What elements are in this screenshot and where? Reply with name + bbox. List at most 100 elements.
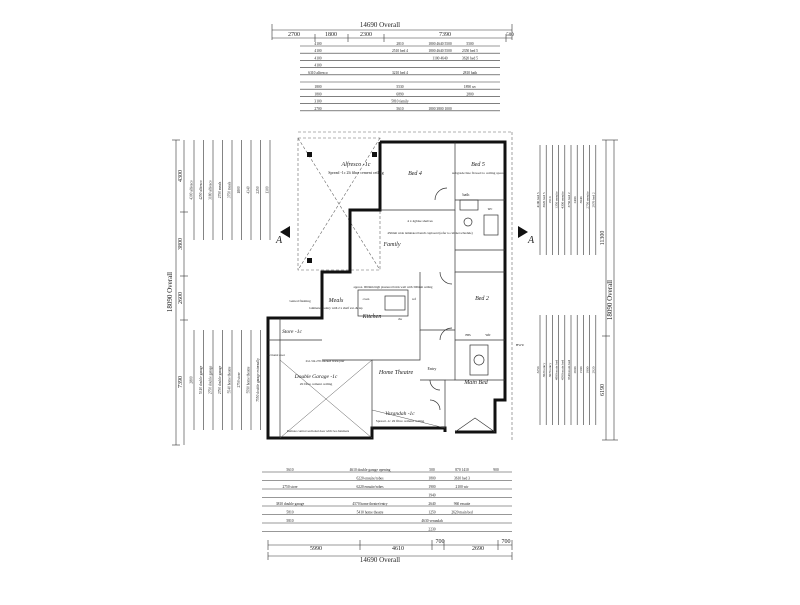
- bottom-row-label: 6220 ensuite/robes: [356, 485, 384, 489]
- verandah-note: Spread -1c 2lt fibre cement ceiling: [376, 419, 425, 423]
- bottom-row-label: 4610 double garage opening: [350, 468, 391, 472]
- bottom-overall-label: 14690 Overall: [360, 556, 400, 564]
- right-col-label: 1910: [548, 196, 552, 203]
- bottom-segment-4: 2690: [472, 546, 484, 552]
- family-note: 4 x 4gbise shelves: [407, 219, 433, 223]
- left-segment-1: 4300: [178, 170, 184, 182]
- bed5-note: subgrade line flowed to ceiling space: [452, 171, 504, 175]
- garage-door-note: Remote control sectional door with two h…: [287, 429, 350, 433]
- left-segment-4: 7390: [178, 376, 184, 388]
- right-col-label: 2400: [573, 196, 577, 203]
- right-col-label: 3750 bed 2: [567, 192, 571, 207]
- hwu-label: HWU: [516, 343, 525, 347]
- room-entry: Entry: [428, 366, 437, 371]
- bottom-segment-5: 700: [502, 539, 511, 545]
- bottom-row-label: 3610 bed 3: [454, 477, 470, 481]
- bottom-row-label: 4630 verandah: [421, 519, 442, 523]
- right-col-label: 4100 bed 5: [536, 192, 540, 207]
- left-col-label: 1300: [266, 186, 270, 193]
- vented-flashing-note: vented flashing: [289, 299, 311, 303]
- left-col-label: 2800: [190, 376, 194, 383]
- section-marker-left: A: [275, 235, 283, 246]
- alfresco-note: Spread -1c 2lt fibre cement ceiling: [328, 170, 383, 175]
- section-marker-right: A: [527, 235, 535, 246]
- garage-pier-note: 2x1.5m 270 stacked brick pier: [306, 359, 346, 363]
- bottom-segment-3: 700: [436, 539, 445, 545]
- right-overall-label: 18090 Overall: [606, 280, 614, 320]
- top-dimensions: 14690 Overall 2700 1800 2300 7390 500 41…: [271, 21, 514, 112]
- bottom-row-label: 4570 home theatre/entry: [352, 502, 387, 506]
- room-main-bed: Main Bed: [463, 380, 488, 386]
- top-segment-5: 500: [506, 33, 514, 38]
- left-col-label: 7550 double garage externally: [256, 358, 260, 402]
- bottom-row-label: 1940: [428, 494, 435, 498]
- left-col-label: 2750 double garage: [218, 365, 222, 394]
- left-segment-3: 2600: [178, 292, 184, 304]
- bottom-segment-2: 4610: [392, 546, 404, 552]
- left-col-label: 4340: [247, 186, 251, 193]
- left-col-label: 4300 alfresco: [190, 180, 194, 200]
- left-dimensions: 18090 Overall 4300 3800 2600 7390 4300 a…: [166, 139, 271, 446]
- top-row-label: 1800 4640 5500: [428, 42, 452, 46]
- left-col-label: 3750 meals: [228, 181, 232, 198]
- bottom-row-label: 2750 store: [282, 485, 297, 489]
- family-note-2: 450mm wide laminated bench cupboard (ref…: [387, 231, 472, 235]
- top-overall-label: 14690 Overall: [360, 21, 400, 29]
- room-verandah: Verandah -1c: [385, 411, 415, 417]
- bottom-row-label: 870 1410: [455, 468, 469, 472]
- top-row-label: 3100: [314, 100, 321, 104]
- room-bed4: Bed 4: [408, 170, 422, 177]
- room-double-garage: Double Garage -1c: [294, 374, 338, 380]
- top-row-label: 2800: [466, 92, 473, 96]
- left-col-label: 2750 store: [237, 372, 241, 387]
- right-col-label: 1800: [585, 366, 589, 373]
- section-marker-right-icon: [518, 226, 528, 238]
- left-overall-label: 18090 Overall: [166, 272, 174, 312]
- left-col-label: 2250: [256, 186, 260, 193]
- right-col-label: 3250: [536, 366, 540, 373]
- top-segment-4: 7390: [439, 32, 451, 38]
- external-wall-west: [266, 142, 447, 440]
- bottom-row-label: 2100 wir: [456, 485, 470, 489]
- meals-note: laminated pantry with 2 x shelf ext. & t…: [309, 306, 363, 310]
- right-segment-1: 11300: [600, 231, 606, 246]
- left-segment-2: 3800: [178, 238, 184, 250]
- right-col-label: 2600: [573, 366, 577, 373]
- room-bath: bath: [463, 192, 470, 197]
- top-segment-3: 2300: [360, 32, 372, 38]
- left-col-label: 5310 double garage: [199, 365, 203, 394]
- oven-label: oven: [363, 297, 370, 301]
- room-kitchen: Kitchen: [362, 314, 382, 320]
- bottom-row-label: 5410 home theatre: [357, 511, 384, 515]
- bottom-segment-1: 5990: [310, 546, 322, 552]
- right-col-label: 3020 bed 5: [542, 192, 546, 207]
- bottom-row-label: 1800: [428, 477, 435, 481]
- room-home-theatre: Home Theatre: [378, 370, 414, 376]
- top-row-label: 1800: [314, 85, 321, 89]
- bottom-row-label: 2230: [428, 528, 435, 532]
- room-wc: wc: [488, 206, 493, 211]
- top-row-label: 2700: [314, 107, 321, 111]
- top-row-label: 6310 alfresco: [308, 71, 328, 75]
- bottom-row-label: 900: [493, 468, 499, 472]
- top-row-label: 2350 bed 5: [462, 49, 478, 53]
- top-row-label: 4100: [314, 56, 321, 60]
- right-col-label: 3040: [579, 196, 583, 203]
- top-segment-2: 1800: [325, 32, 337, 38]
- left-col-label: 2750 meals: [218, 181, 222, 198]
- right-col-label: 3070 entry: [548, 362, 552, 377]
- bottom-row-label: 960 ensuite: [454, 502, 471, 506]
- room-meals: Meals: [328, 298, 344, 304]
- room-wir: wir: [485, 332, 491, 337]
- top-row-label: 5610: [396, 107, 403, 111]
- left-col-label: 1800: [237, 186, 241, 193]
- top-row-label: 1100 4640: [432, 56, 447, 60]
- right-col-label: 3540 main bed: [567, 360, 571, 380]
- bottom-row-label: 3810 double garage: [276, 502, 305, 506]
